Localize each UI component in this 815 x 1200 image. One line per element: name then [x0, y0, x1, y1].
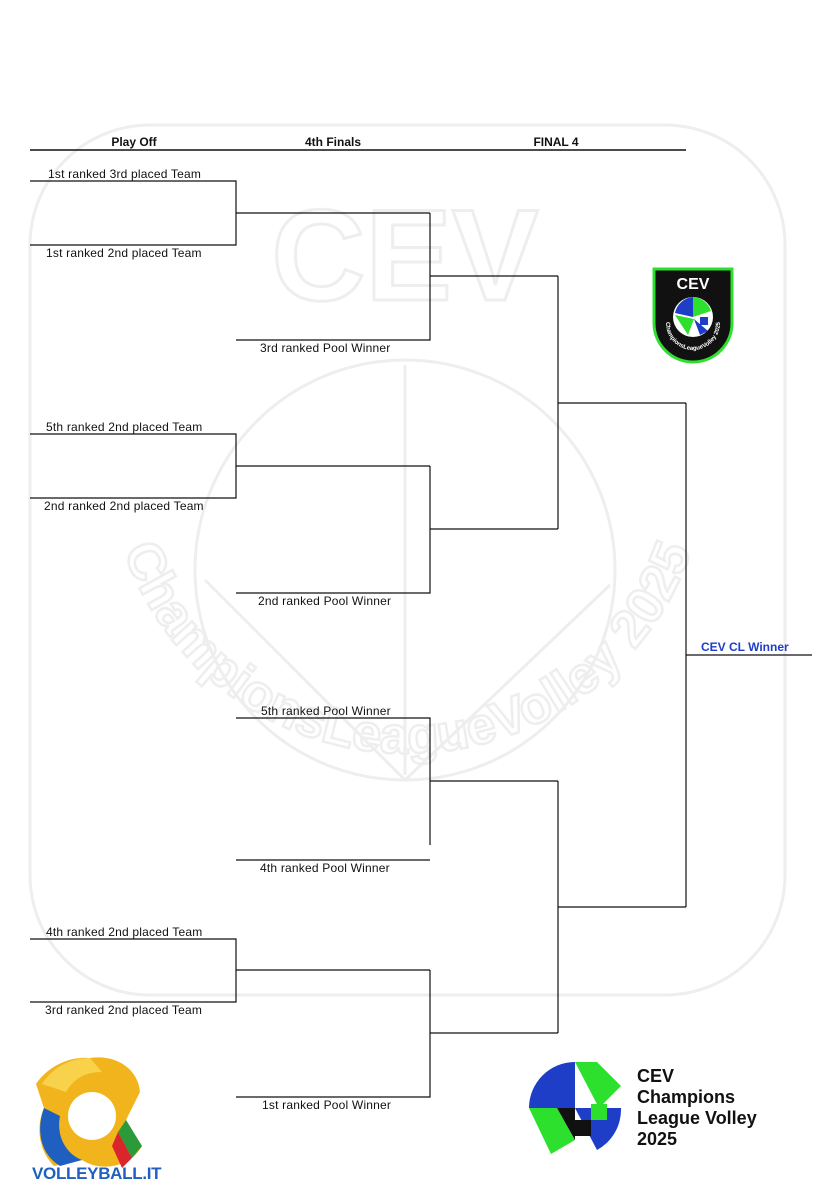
watermark-title: CEV	[271, 182, 538, 328]
team-slot-label: 5th ranked 2nd placed Team	[46, 420, 203, 434]
volleyball-it-wordmark: VOLLEYBALL.IT	[32, 1164, 162, 1183]
team-slot-label: 1st ranked 3rd placed Team	[48, 167, 202, 181]
quarter-3-top	[236, 717, 431, 845]
watermark	[28, 123, 787, 997]
cl-volley-logo-mark	[529, 1062, 622, 1154]
watermark-glyph	[203, 365, 612, 783]
team-slot-label: 4th ranked 2nd placed Team	[46, 925, 203, 939]
header-play-off: Play Off	[111, 135, 157, 149]
pool-winner-label: 5th ranked Pool Winner	[261, 704, 391, 718]
quarter-4-bracket	[236, 970, 431, 1098]
watermark-frame	[28, 123, 787, 997]
team-slot-label: 2nd ranked 2nd placed Team	[44, 499, 204, 513]
pool-winner-label: 4th ranked Pool Winner	[260, 861, 390, 875]
team-slot-label: 3rd ranked 2nd placed Team	[45, 1003, 203, 1017]
quarter-2-bracket	[236, 466, 431, 594]
team-slot-label: 1st ranked 2nd placed Team	[46, 246, 202, 260]
cev-badge-logo: CEV ChampionsLeagueVolley 2025	[652, 267, 734, 364]
pool-winner-label: 2nd ranked Pool Winner	[258, 594, 392, 608]
cl-volley-wordmark: CEV Champions League Volley 2025	[637, 1066, 757, 1149]
quarter-1-bracket	[236, 213, 431, 341]
volleyball-it-logo	[36, 1057, 142, 1168]
pool-winner-label: 3rd ranked Pool Winner	[260, 341, 391, 355]
header-4th-finals: 4th Finals	[304, 135, 362, 149]
header-final-4: FINAL 4	[533, 135, 579, 149]
champion-label: CEV CL Winner	[701, 640, 789, 654]
playoff-2-bracket	[30, 433, 237, 499]
pool-winner-label: 1st ranked Pool Winner	[262, 1098, 392, 1112]
playoff-1-bracket	[30, 180, 237, 246]
badge-title: CEV	[677, 276, 710, 293]
